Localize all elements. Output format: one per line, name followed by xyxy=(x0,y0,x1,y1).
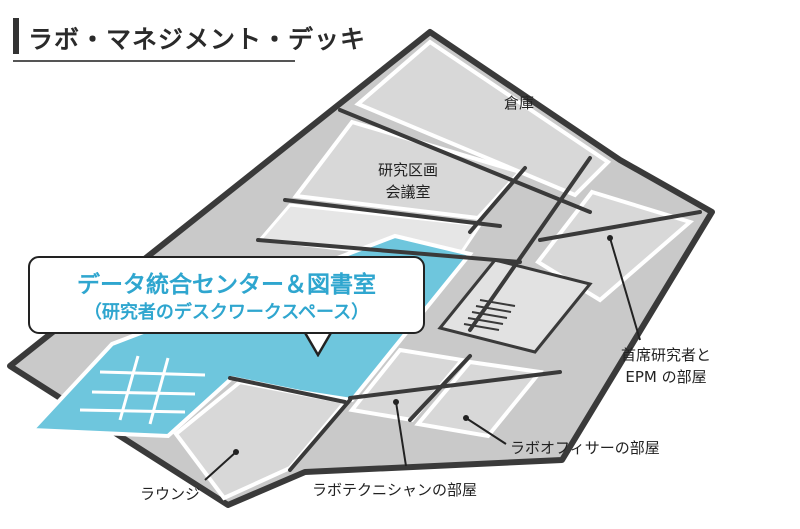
heading-accent-bar xyxy=(13,18,19,54)
callout-title: データ統合センター＆図書室 xyxy=(77,272,376,298)
data-center-callout: データ統合センター＆図書室 （研究者のデスクワークスペース） xyxy=(28,256,425,334)
interior-walls xyxy=(228,108,702,472)
leader-lines xyxy=(204,237,641,481)
officer-room xyxy=(414,359,544,439)
label-epm-line1: 首席研究者と xyxy=(620,346,711,364)
label-technician-room: ラボテクニシャンの部屋 xyxy=(312,481,478,499)
leader-dots xyxy=(233,235,613,455)
heading-underline xyxy=(13,60,295,62)
label-meeting-line1: 研究区画 xyxy=(377,161,438,179)
storage-room xyxy=(354,39,612,198)
label-meeting-line2: 会議室 xyxy=(385,183,431,201)
label-storage: 倉庫 xyxy=(504,94,535,112)
label-lounge: ラウンジ xyxy=(140,485,201,503)
meeting-room xyxy=(292,119,524,221)
label-officer-room: ラボオフィサーの部屋 xyxy=(510,439,660,457)
label-epm-line2: EPM の部屋 xyxy=(625,368,707,386)
callout-subtitle: （研究者のデスクワークスペース） xyxy=(83,302,370,323)
page-title: ラボ・マネジメント・デッキ xyxy=(28,25,367,54)
desk-rows xyxy=(79,355,206,425)
stairs xyxy=(463,299,516,331)
callout-pointer xyxy=(304,331,332,357)
